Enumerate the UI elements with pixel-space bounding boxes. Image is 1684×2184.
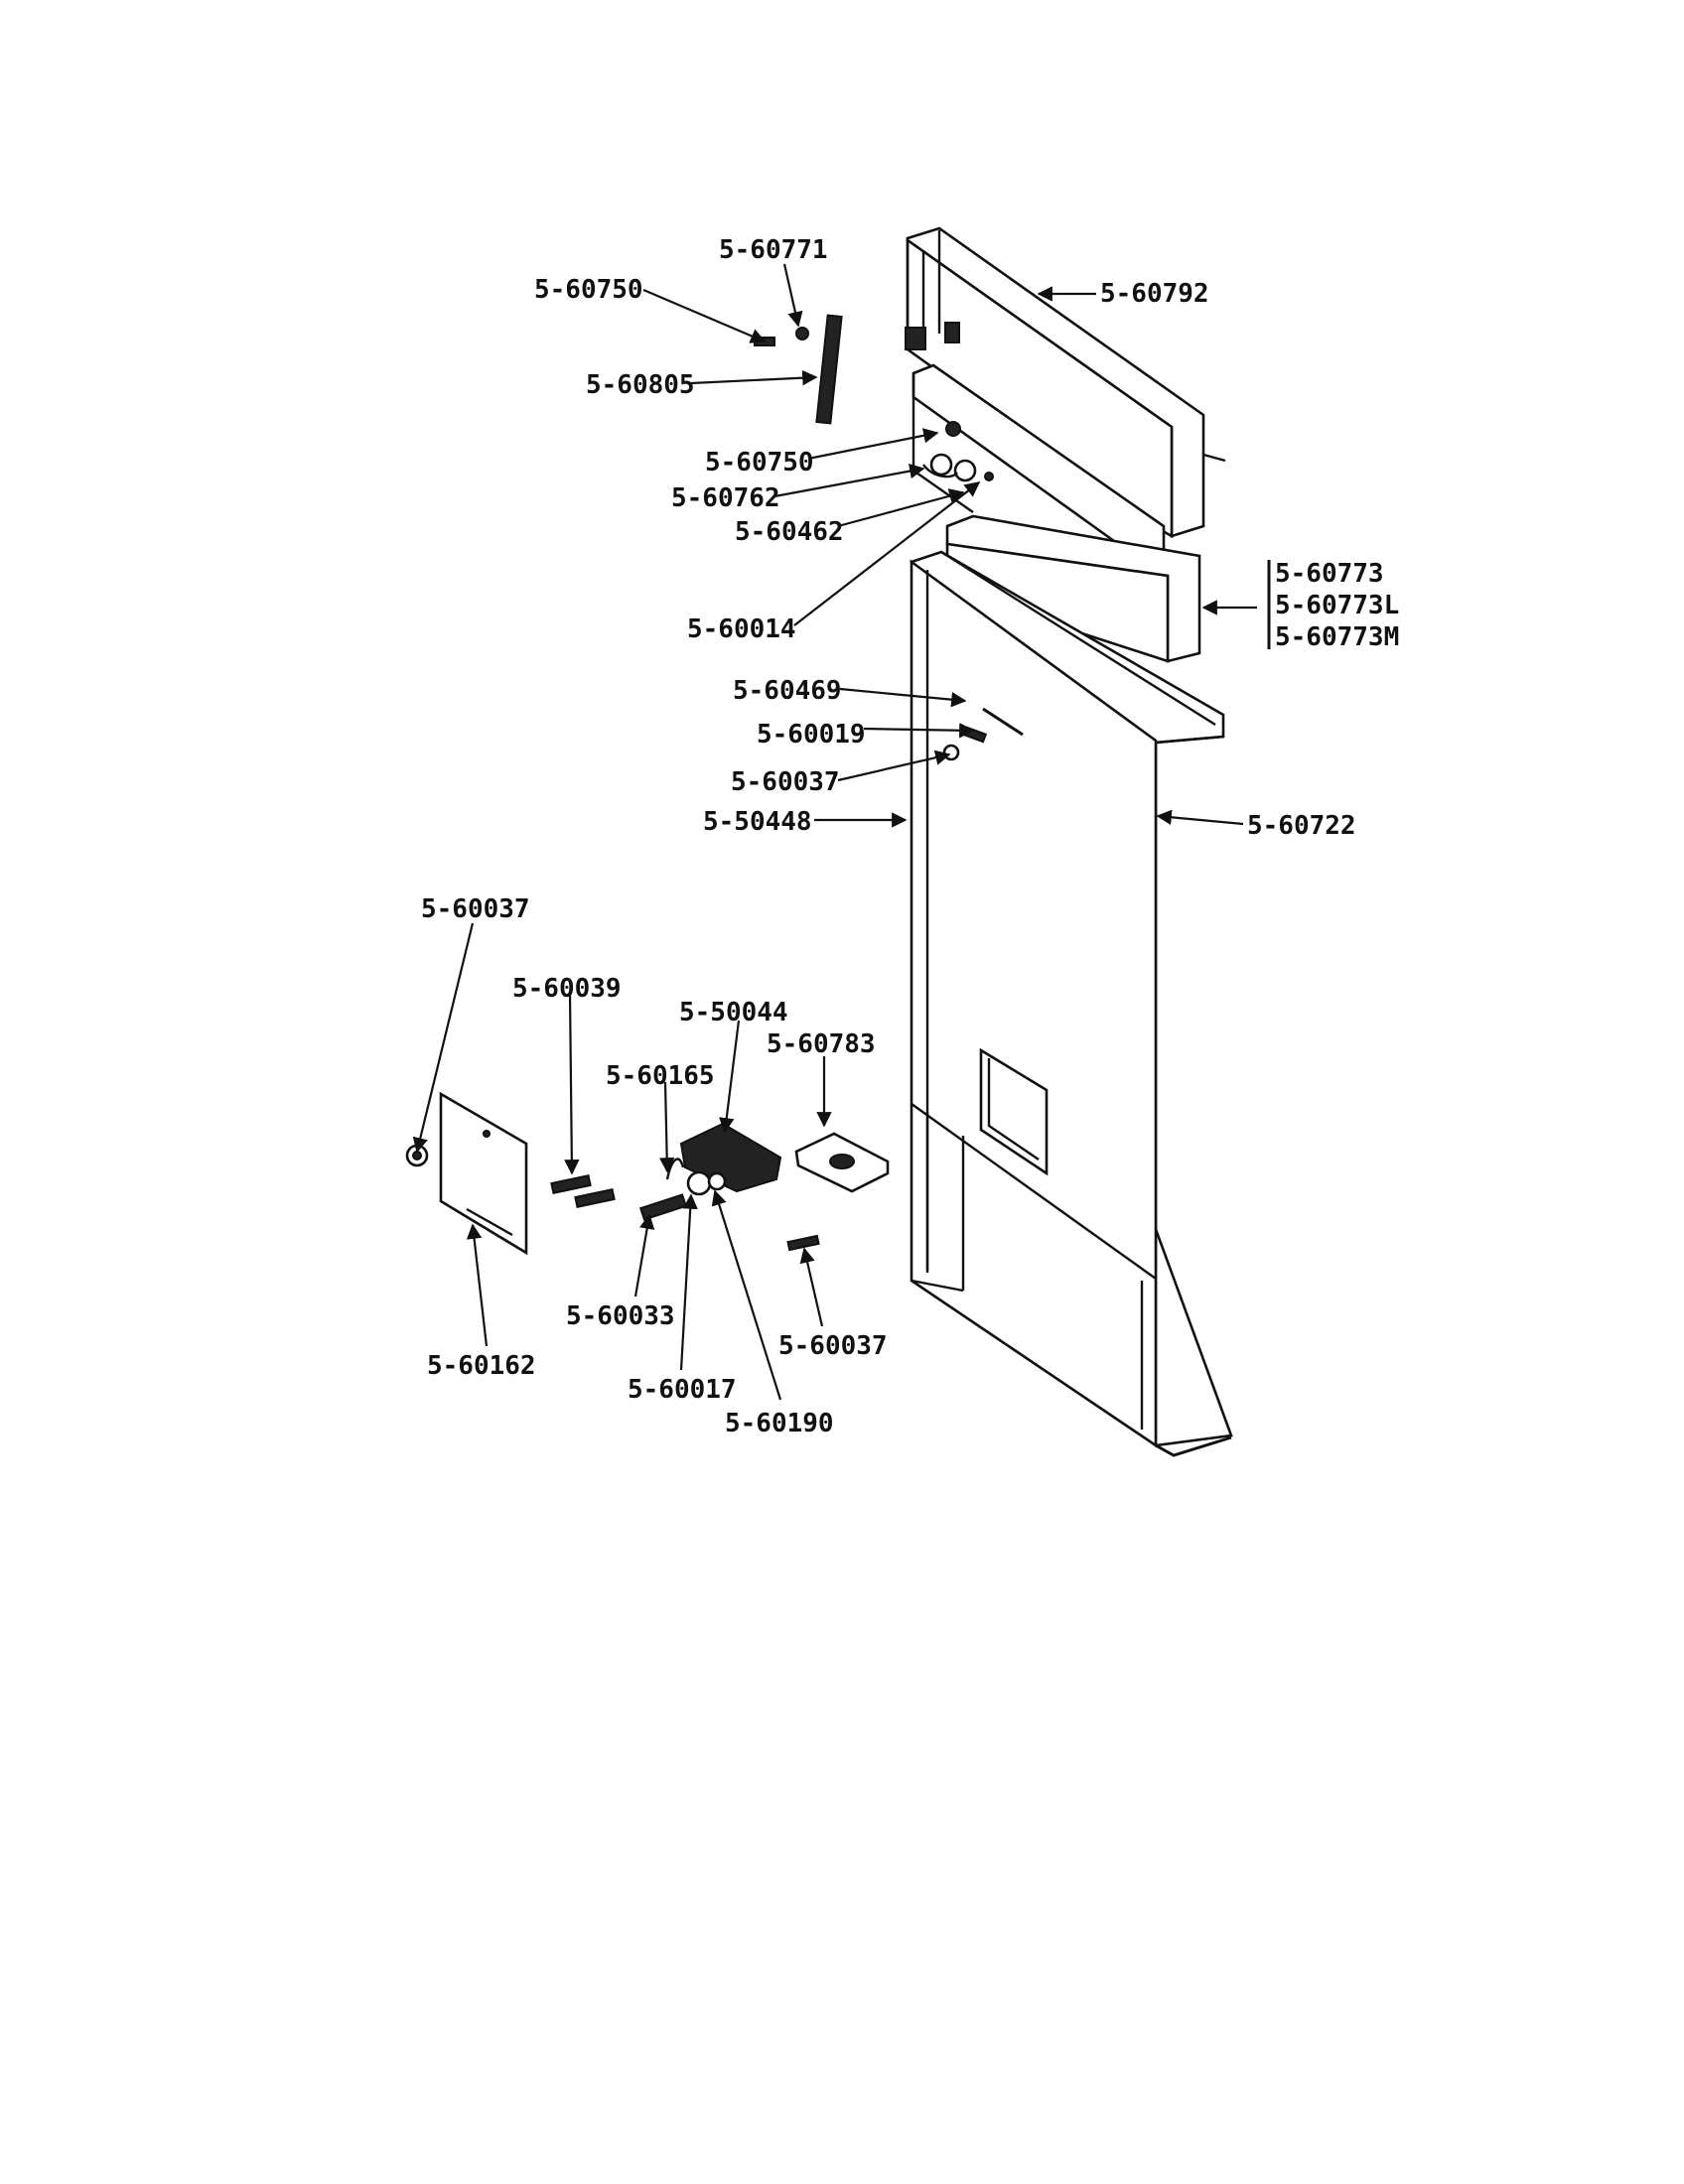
label-5-60039: 5-60039 bbox=[512, 974, 622, 1004]
label-5-60805: 5-60805 bbox=[586, 370, 695, 400]
door-pin-hardware bbox=[942, 707, 1024, 761]
label-5-50448: 5-50448 bbox=[703, 807, 812, 837]
label-5-60162: 5-60162 bbox=[427, 1351, 536, 1381]
label-5-60019: 5-60019 bbox=[757, 720, 866, 750]
label-5-60037-screw: 5-60037 bbox=[778, 1331, 888, 1361]
hinge-plate-part bbox=[794, 1132, 890, 1193]
part-labels: 5-60771 5-60750 5-60792 5-60805 5-60750 … bbox=[421, 235, 1399, 1438]
label-5-60014: 5-60014 bbox=[687, 614, 796, 644]
label-5-60792: 5-60792 bbox=[1100, 279, 1209, 309]
label-5-60037-door: 5-60037 bbox=[731, 767, 840, 797]
label-5-60750-top: 5-60750 bbox=[534, 275, 643, 305]
lower-hinge-cover-part bbox=[405, 1091, 528, 1256]
label-5-60017: 5-60017 bbox=[628, 1375, 737, 1405]
top-hinge-hardware bbox=[754, 314, 994, 482]
leader-lines bbox=[412, 263, 1271, 1401]
label-5-60469: 5-60469 bbox=[733, 676, 842, 706]
label-5-60190: 5-60190 bbox=[725, 1409, 834, 1438]
label-5-60750-mid: 5-60750 bbox=[705, 448, 814, 478]
label-5-60783: 5-60783 bbox=[767, 1029, 876, 1059]
label-5-60773M: 5-60773M bbox=[1275, 622, 1399, 652]
door-panel-part bbox=[910, 550, 1233, 1457]
label-5-60773L: 5-60773L bbox=[1275, 591, 1399, 620]
label-5-60165: 5-60165 bbox=[606, 1061, 715, 1091]
label-5-60762: 5-60762 bbox=[671, 483, 780, 513]
label-5-60773: 5-60773 bbox=[1275, 559, 1384, 589]
label-5-50044: 5-50044 bbox=[679, 998, 788, 1027]
top-trim-part bbox=[905, 226, 1226, 539]
lower-hinge-part bbox=[665, 1122, 782, 1196]
screws-part bbox=[550, 1173, 820, 1252]
label-5-60037-cover: 5-60037 bbox=[421, 894, 530, 924]
label-5-60462: 5-60462 bbox=[735, 517, 844, 547]
label-5-60771: 5-60771 bbox=[719, 235, 828, 265]
label-5-60722: 5-60722 bbox=[1247, 811, 1356, 841]
label-5-60033: 5-60033 bbox=[566, 1301, 675, 1331]
